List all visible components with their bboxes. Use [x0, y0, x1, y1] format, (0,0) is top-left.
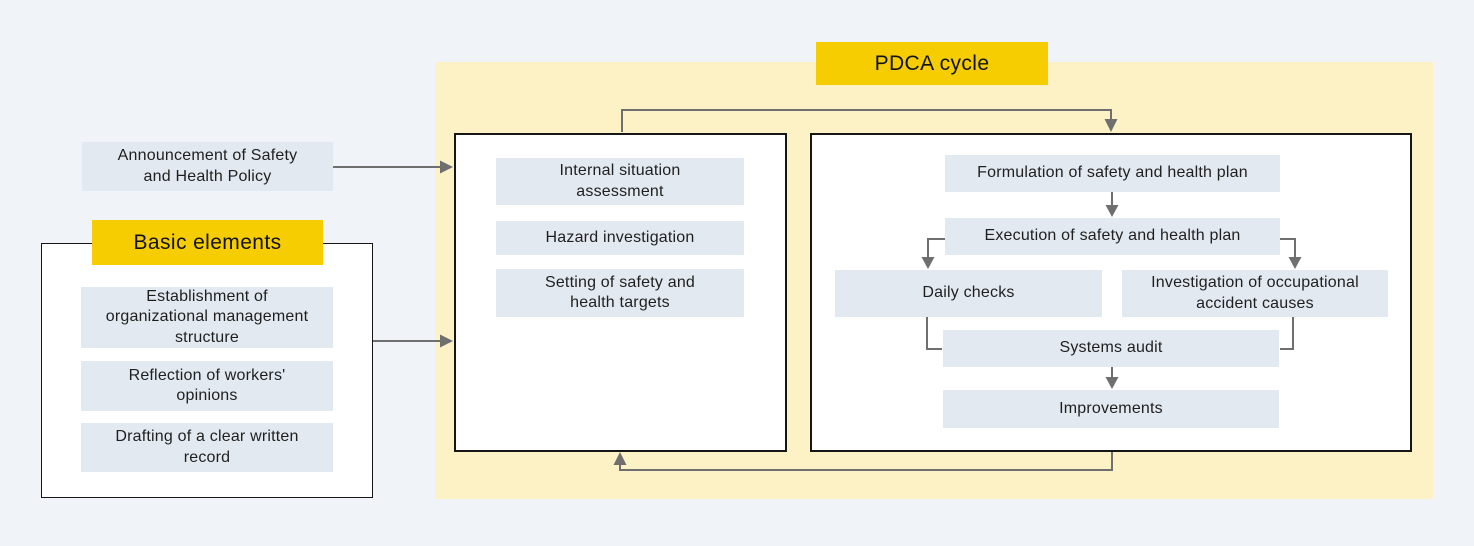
pdca-cycle-title: PDCA cycle	[816, 42, 1048, 85]
internal-situation-assessment-box: Internal situation assessment	[496, 158, 744, 205]
basic-element-drafting-box: Drafting of a clear written record	[81, 423, 333, 472]
basic-element-reflection-box: Reflection of workers' opinions	[81, 361, 333, 411]
formulation-plan-box: Formulation of safety and health plan	[945, 155, 1280, 192]
announcement-box: Announcement of Safety and Health Policy	[82, 142, 333, 191]
improvements-box: Improvements	[943, 390, 1279, 428]
execution-plan-box: Execution of safety and health plan	[945, 218, 1280, 255]
systems-audit-box: Systems audit	[943, 330, 1279, 367]
hazard-investigation-box: Hazard investigation	[496, 221, 744, 255]
basic-element-establishment-box: Establishment of organizational manageme…	[81, 287, 333, 348]
investigation-accident-causes-box: Investigation of occupational accident c…	[1122, 270, 1388, 317]
setting-targets-box: Setting of safety and health targets	[496, 269, 744, 317]
basic-elements-title: Basic elements	[92, 220, 323, 265]
daily-checks-box: Daily checks	[835, 270, 1102, 317]
